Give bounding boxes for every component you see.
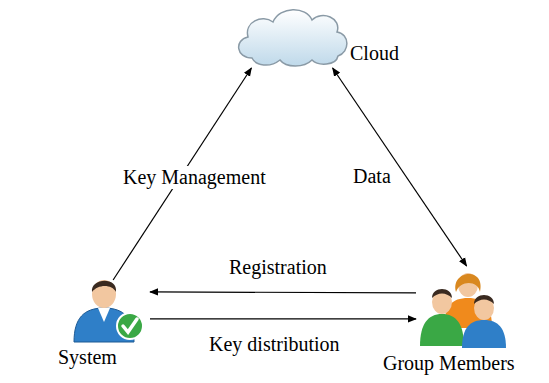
edge-label: Key Management	[120, 166, 269, 189]
group-node: Group Members	[416, 266, 508, 350]
edge-label: Data	[350, 165, 394, 188]
arrow-connector	[150, 292, 416, 293]
node-label: System	[58, 346, 117, 369]
edge-label: Key distribution	[206, 333, 343, 356]
arrow-connector	[150, 318, 416, 319]
node-label: Group Members	[383, 352, 515, 375]
system-node: System	[68, 280, 150, 346]
arrow-connector	[333, 68, 467, 266]
cloud-node: Cloud	[234, 4, 350, 68]
node-label: Cloud	[350, 42, 399, 65]
system-person-icon	[74, 280, 143, 342]
edge-label: Registration	[226, 256, 330, 279]
cloud-icon	[239, 10, 347, 66]
group-members-icon	[420, 273, 506, 348]
